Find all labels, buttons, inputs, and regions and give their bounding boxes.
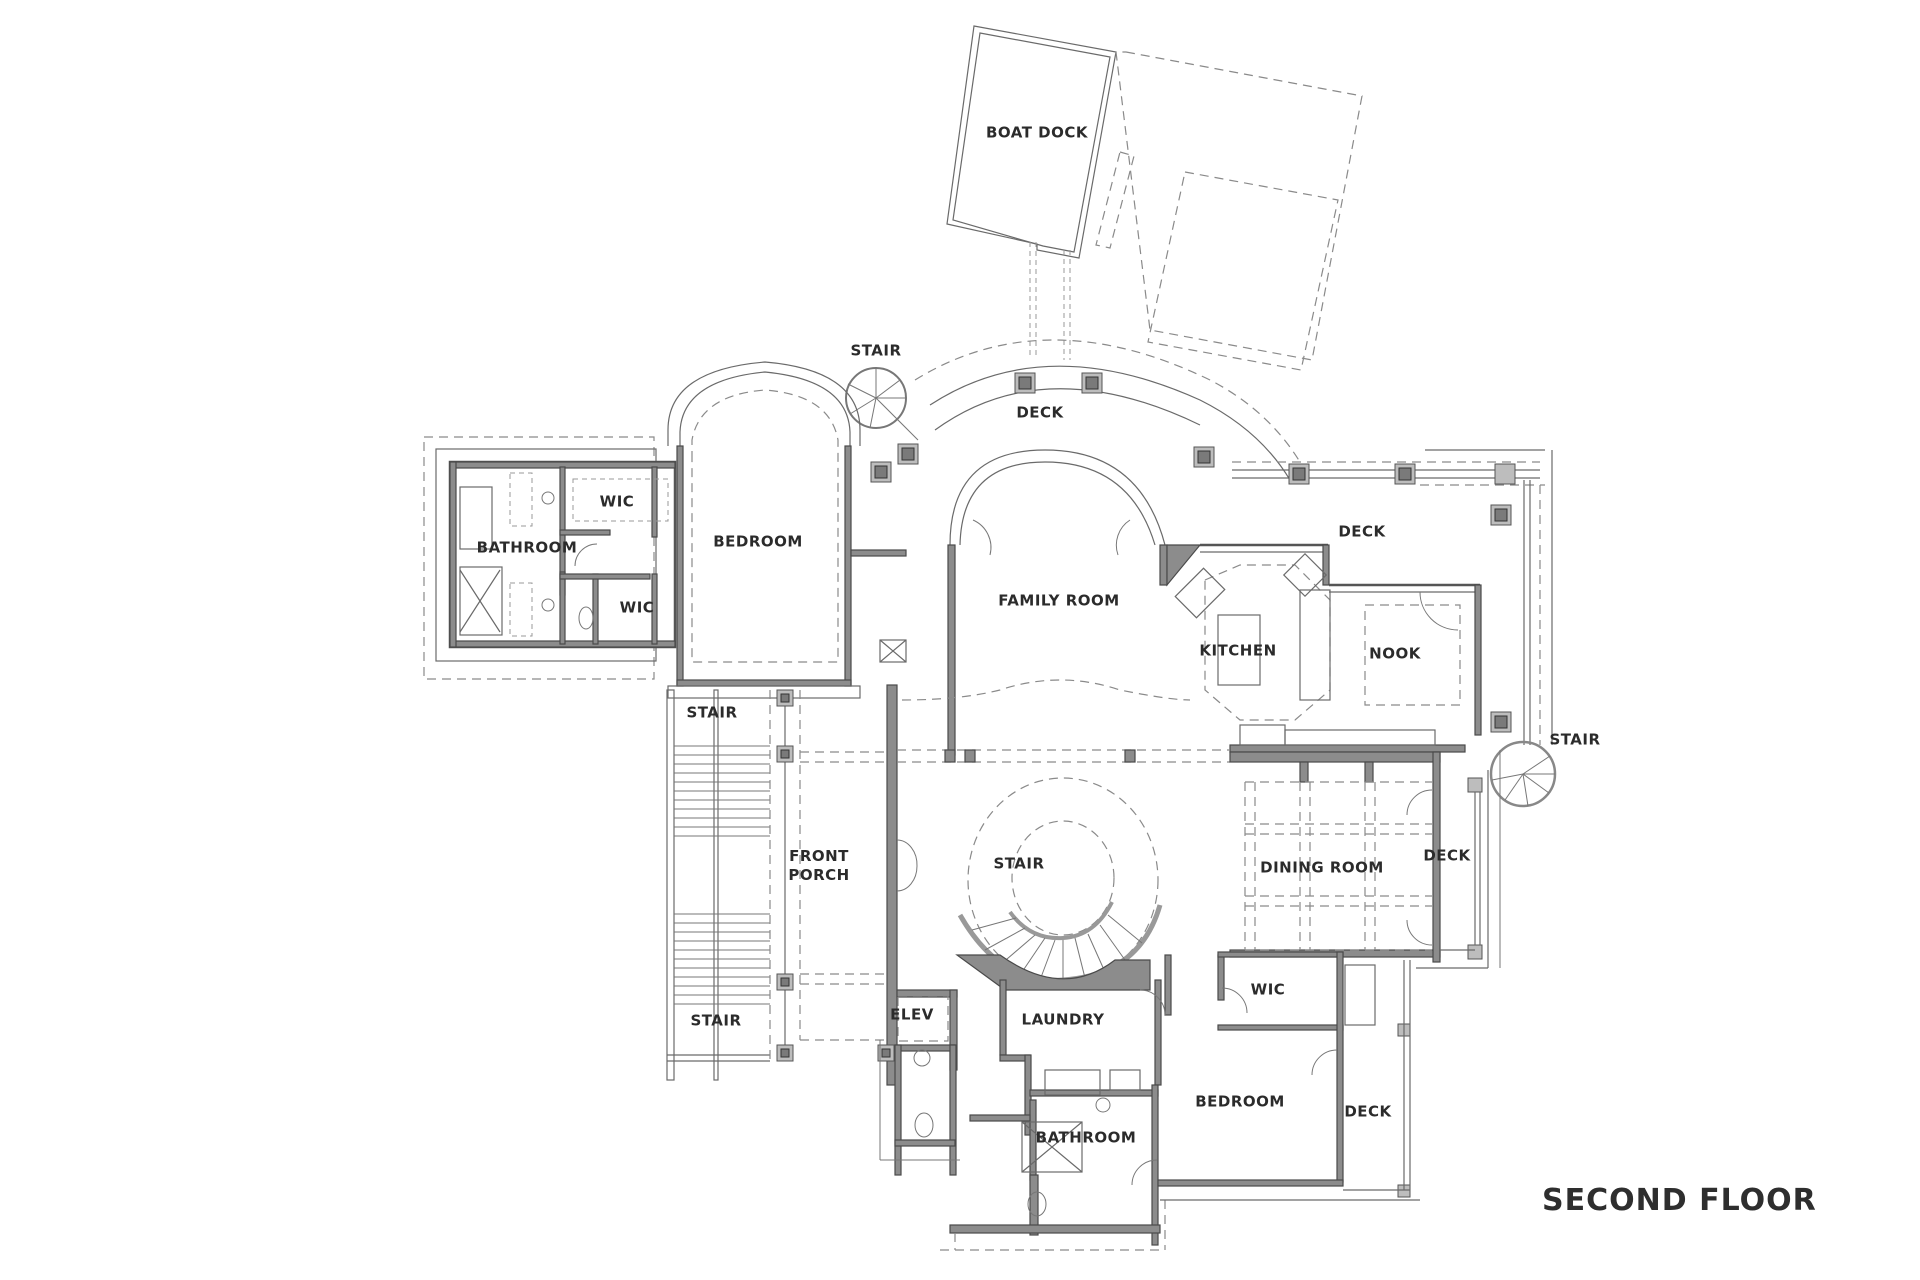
- room-label-dining-room: DINING ROOM: [1260, 858, 1384, 877]
- room-label-front-porch: FRONT PORCH: [788, 847, 850, 884]
- room-label-kitchen: KITCHEN: [1199, 641, 1277, 660]
- room-label-deck-east: DECK: [1423, 846, 1471, 865]
- room-label-bathroom-south: BATHROOM: [1035, 1128, 1137, 1147]
- room-label-nook: NOOK: [1369, 644, 1421, 663]
- kitchen-nook-structure: [1166, 543, 1482, 753]
- room-label-deck-north: DECK: [1016, 403, 1064, 422]
- room-label-deck-northeast: DECK: [1338, 522, 1386, 541]
- family-room-structure: [901, 449, 1191, 756]
- south-wing-structure: [894, 951, 1420, 1251]
- room-label-wic-east: WIC: [1250, 980, 1286, 999]
- spiral-stair-north: [845, 367, 919, 441]
- room-label-boat-dock: BOAT DOCK: [985, 123, 1089, 142]
- room-label-elev: ELEV: [890, 1005, 934, 1024]
- plan-title: SECOND FLOOR: [1542, 1183, 1817, 1218]
- north-deck-structure: [870, 339, 1553, 745]
- west-wing-structure: [423, 436, 677, 680]
- room-label-bathroom-west: BATHROOM: [476, 538, 578, 557]
- room-label-bedroom-south: BEDROOM: [1195, 1092, 1285, 1111]
- room-label-wic-upper: WIC: [599, 492, 635, 511]
- dining-room-structure: [1229, 751, 1489, 969]
- room-label-bedroom-west: BEDROOM: [713, 532, 803, 551]
- room-label-laundry: LAUNDRY: [1021, 1010, 1105, 1029]
- room-label-stair-central: STAIR: [993, 854, 1045, 873]
- room-label-stair-west-lower: STAIR: [690, 1011, 742, 1030]
- outer-boundary: [879, 750, 1501, 1161]
- room-label-family-room: FAMILY ROOM: [998, 591, 1120, 610]
- room-label-stair-east: STAIR: [1549, 730, 1601, 749]
- west-bedroom-structure: [667, 361, 907, 699]
- room-label-stair-north: STAIR: [850, 341, 902, 360]
- room-label-wic-lower: WIC: [619, 598, 655, 617]
- boat-dock-structure: [946, 25, 1363, 371]
- room-label-stair-west-upper: STAIR: [686, 703, 738, 722]
- room-label-deck-south: DECK: [1344, 1102, 1392, 1121]
- spiral-stair-east: [1489, 740, 1557, 808]
- west-stairs-and-porch-structure: [666, 689, 918, 1081]
